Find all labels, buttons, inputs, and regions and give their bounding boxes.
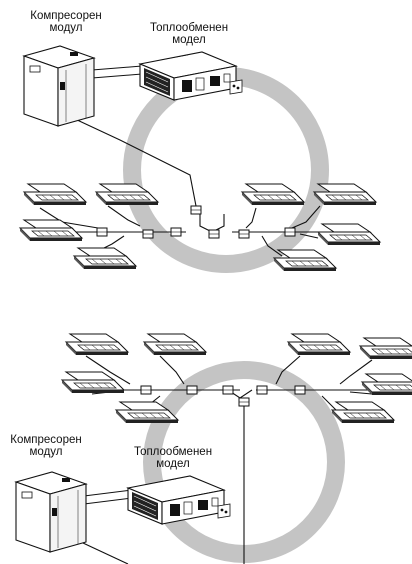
refnet-joint-icon	[140, 385, 152, 395]
cassette-indoor-unit-icon	[361, 373, 412, 396]
refnet-joint-icon	[208, 229, 220, 239]
cassette-indoor-unit-icon	[359, 337, 412, 360]
cassette-indoor-unit-icon	[241, 183, 305, 206]
compressor-label-top-line2: модул	[49, 22, 83, 34]
refnet-joint-icon	[186, 385, 198, 395]
diagram-top	[19, 45, 381, 273]
exchanger-label-bottom: Топлообменен модел	[128, 446, 218, 470]
exchanger-label-bottom-line1: Топлообменен	[133, 446, 213, 458]
compressor-module-icon	[23, 45, 95, 127]
refnet-joint-icon	[142, 229, 154, 239]
compressor-label-bottom: Компресорен модул	[8, 434, 84, 458]
refrigerant-connection-bottom	[83, 489, 133, 505]
refnet-joint-icon	[256, 385, 268, 395]
heat-exchanger-module-icon	[127, 475, 231, 525]
exchanger-label-top-line1: Топлообменен	[149, 22, 229, 34]
compressor-label-bottom-line2: модул	[29, 446, 63, 458]
piping-top	[39, 111, 321, 257]
compressor-label-bottom-line1: Компресорен	[10, 434, 82, 446]
refnet-joint-icon	[238, 229, 250, 239]
cassette-indoor-unit-icon	[287, 333, 351, 356]
refnet-joint-icon	[238, 397, 250, 407]
exchanger-label-top-line2: модел	[172, 34, 206, 46]
refnet-joint-icon	[170, 227, 182, 237]
cassette-indoor-unit-icon	[19, 219, 83, 242]
cassette-indoor-unit-icon	[143, 333, 207, 356]
cassette-indoor-unit-icon	[65, 333, 129, 356]
compressor-module-icon	[15, 471, 87, 553]
cassette-indoor-unit-icon	[331, 401, 395, 424]
refnet-joint-icon	[190, 205, 202, 215]
cassette-indoor-unit-icon	[273, 249, 337, 272]
diagram-bottom	[15, 333, 412, 564]
refnet-joint-icon	[294, 385, 306, 395]
cassette-indoor-unit-icon	[23, 183, 87, 206]
refnet-joint-icon	[96, 227, 108, 237]
cassette-indoor-unit-icon	[313, 183, 377, 206]
cassette-indoor-unit-icon	[95, 183, 159, 206]
heat-exchanger-module-icon	[139, 51, 243, 101]
cassette-indoor-unit-icon	[73, 247, 137, 270]
compressor-label-top-line1: Компресорен	[30, 10, 102, 22]
cassette-indoor-unit-icon	[317, 223, 381, 246]
refnet-joint-icon	[284, 227, 296, 237]
exchanger-label-top: Топлообменен модел	[144, 22, 234, 46]
exchanger-label-bottom-line2: модел	[156, 458, 190, 470]
compressor-label-top: Компресорен модул	[28, 10, 104, 34]
refnet-joint-icon	[222, 385, 234, 395]
refrigerant-connection-top	[91, 65, 143, 79]
